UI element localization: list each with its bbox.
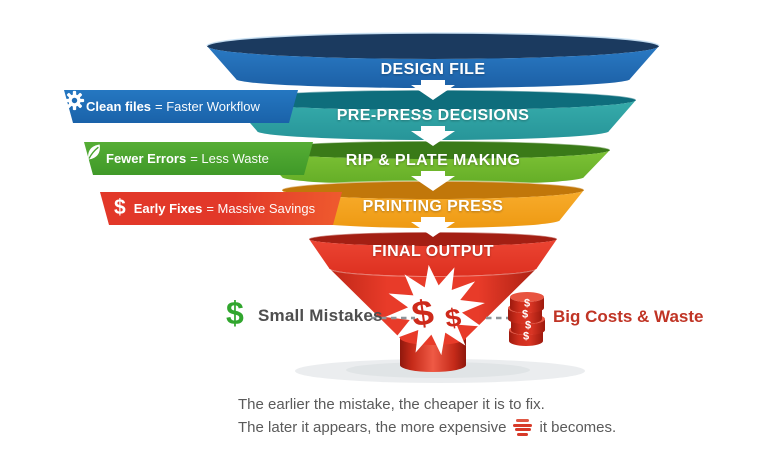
tag-rest-text: = Faster Workflow (155, 99, 260, 114)
down-arrow-icon (411, 126, 455, 146)
tag-text: Early Fixes= Massive Savings (134, 201, 315, 216)
caption-line-2-post: it becomes. (539, 419, 617, 436)
small-mistakes-label: Small Mistakes (258, 306, 383, 325)
tag-text: Fewer Errors= Less Waste (106, 151, 269, 166)
coin-dollar: $ (524, 298, 530, 310)
tag-strong-text: Clean files (86, 99, 152, 114)
stage-label-rip-plate: RIP & PLATE MAKING (345, 152, 521, 169)
tag-strong-text: Fewer Errors (106, 151, 187, 166)
tag-fewer-errors: Fewer Errors= Less Waste (84, 142, 313, 175)
coin-dollar: $ (523, 331, 529, 343)
stage-label-printing-press: PRINTING PRESS (362, 198, 504, 215)
stage-label-final-output: FINAL OUTPUT (372, 243, 494, 260)
coin-dollar: $ (525, 320, 531, 332)
caption-line-2-pre: The later it appears, the more expensive (238, 419, 507, 436)
down-arrow-icon (411, 171, 455, 191)
tag-rest-text: = Less Waste (190, 151, 269, 166)
funnel-stage-rip-plate (255, 140, 611, 185)
burst-icon: $ $ (385, 264, 485, 356)
tag-rest-text: = Massive Savings (206, 201, 316, 216)
down-arrows (411, 80, 455, 237)
stage-label-design-file: DESIGN FILE (380, 61, 486, 78)
big-costs-label: Big Costs & Waste (553, 307, 704, 326)
dollar-icon: $ (114, 196, 126, 219)
stage-label-pre-press: PRE-PRESS DECISIONS (336, 107, 530, 124)
down-arrow-icon (411, 217, 455, 237)
coin-dollar: $ (522, 309, 528, 321)
tag-strong-text: Early Fixes (133, 201, 203, 216)
down-arrow-icon (411, 80, 455, 100)
coin-stack-icon: $ $ $ $ (508, 292, 545, 346)
funnel-stage-design-file (206, 32, 660, 88)
money-stack-icon (513, 419, 533, 436)
tag-early-fixes: $ Early Fixes= Massive Savings (100, 192, 342, 225)
caption-line-2: The later it appears, the more expensive… (238, 419, 616, 436)
caption-line-1: The earlier the mistake, the cheaper it … (238, 396, 545, 413)
funnel-stage-final-output (308, 231, 558, 276)
tag-text: Clean files= Faster Workflow (86, 99, 260, 114)
small-dollar-icon: $ (226, 295, 244, 331)
tag-clean-files: Clean files= Faster Workflow (64, 90, 298, 123)
burst-dollar-small: $ (443, 303, 463, 333)
